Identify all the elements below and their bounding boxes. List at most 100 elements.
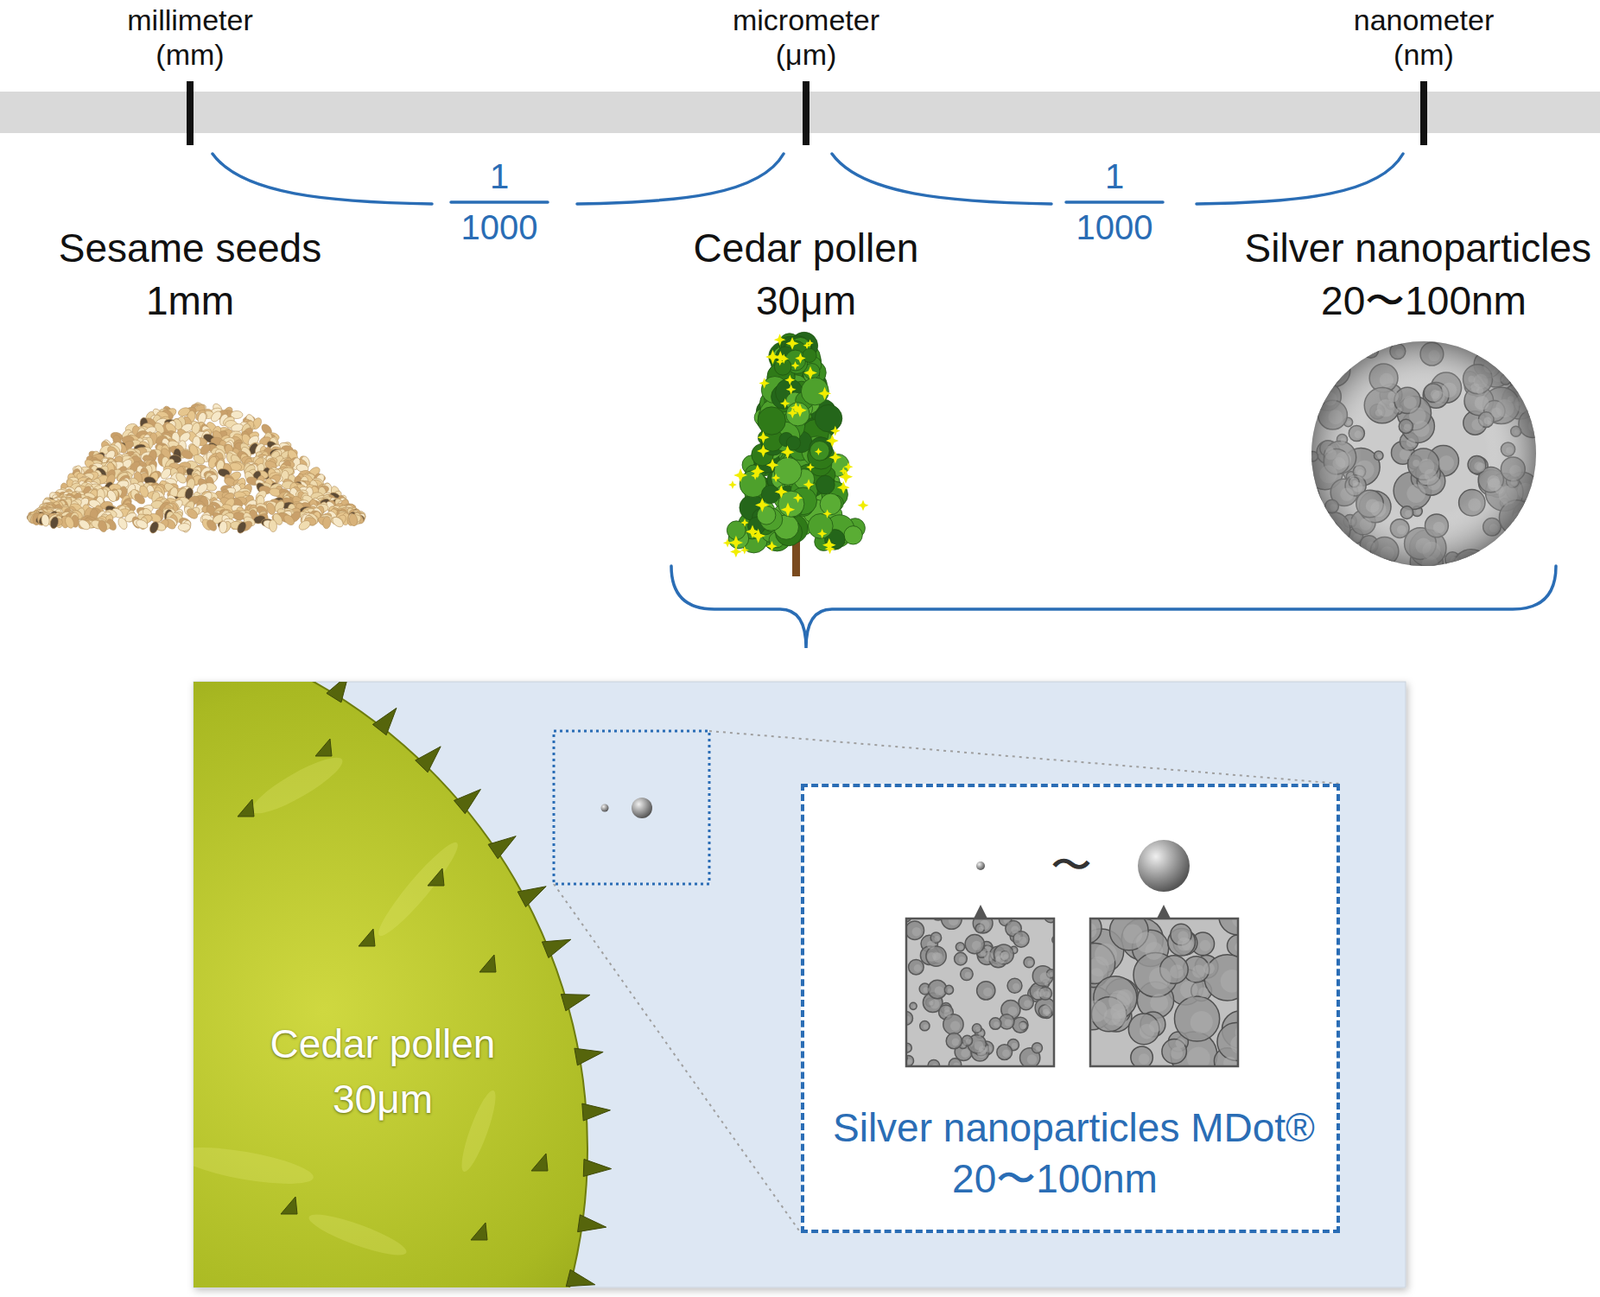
sesame-seed xyxy=(330,514,346,529)
pollen-spike xyxy=(372,707,397,735)
pollen-spike xyxy=(358,928,375,947)
pollen-sparkle xyxy=(756,431,769,444)
pollen-size: 30μm xyxy=(332,1076,433,1123)
particle-grain xyxy=(1149,966,1172,990)
item-size: 30μm xyxy=(755,278,857,324)
particle-grain xyxy=(965,971,972,978)
pollen-sparkle xyxy=(733,468,748,483)
particle-size: 20〜100nm xyxy=(952,1155,1158,1202)
particle-grain xyxy=(1169,964,1184,978)
particle-grain xyxy=(1180,980,1199,999)
pollen-texture xyxy=(371,836,465,943)
small-particle-micrograph xyxy=(906,918,1054,1067)
sesame-seed xyxy=(40,514,51,527)
nanoparticle xyxy=(941,918,963,929)
particle-grain xyxy=(1000,950,1010,960)
tree-foliage xyxy=(802,348,817,362)
pollen-sparkle xyxy=(843,462,853,472)
particle-grain xyxy=(1011,1042,1018,1049)
nanoparticle xyxy=(1318,552,1345,578)
particle-grain xyxy=(958,956,966,963)
particle-grain xyxy=(1364,331,1381,349)
pollen-sparkle xyxy=(787,407,799,420)
ratio-brace xyxy=(831,153,1052,204)
nanoparticle-micrograph xyxy=(1293,320,1548,586)
pollen-spike xyxy=(479,954,496,972)
item-size: 1mm xyxy=(146,278,235,324)
nanoparticle xyxy=(1485,550,1506,572)
particle-grain xyxy=(984,945,991,952)
particle-grain xyxy=(960,1048,970,1058)
pollen-sparkle xyxy=(794,352,806,363)
sesame-seed xyxy=(49,515,60,530)
nanoparticle xyxy=(1308,552,1343,587)
particle-grain xyxy=(1324,530,1340,546)
particle-grain xyxy=(1035,1046,1042,1052)
item-name: Sesame seeds xyxy=(58,225,322,272)
product-name: Silver nanoparticles MDot® xyxy=(832,1104,1315,1151)
particle-grain xyxy=(923,986,929,992)
nanoparticle xyxy=(977,981,996,1000)
pollen-sparkle xyxy=(756,444,770,458)
particle-grain xyxy=(961,1042,966,1048)
nanoparticle xyxy=(955,942,965,952)
pollen-sparkle xyxy=(825,434,839,448)
particle-grain xyxy=(950,1020,961,1031)
tree-foliage xyxy=(814,404,843,432)
pollen-sparkle xyxy=(740,518,750,527)
nanoparticle xyxy=(1219,918,1239,935)
particle-grain xyxy=(1022,1023,1027,1029)
tree-foliage xyxy=(819,493,842,515)
sesame-seed xyxy=(134,517,150,530)
nanoparticle xyxy=(1226,934,1239,957)
scale-bar xyxy=(0,91,1600,134)
scale-tick xyxy=(1420,81,1428,146)
particle-grain xyxy=(1305,374,1318,388)
nanoparticle xyxy=(1339,551,1369,581)
pollen-sparkle xyxy=(857,499,870,511)
pollen-spike xyxy=(531,1153,548,1171)
particle-grain xyxy=(912,1004,916,1009)
particle-grain xyxy=(1041,1003,1053,1015)
particle-grain xyxy=(1333,559,1349,576)
nanoparticle xyxy=(965,933,985,953)
particle-grain xyxy=(1223,1056,1237,1067)
unit-symbol: (μm) xyxy=(775,38,838,72)
sesame-seed xyxy=(297,518,312,532)
pollen-sparkle xyxy=(750,528,766,544)
nanoparticle xyxy=(1012,1016,1029,1033)
pollen-sparkle xyxy=(723,538,732,547)
nanoparticle xyxy=(1322,550,1354,582)
pollen-texture xyxy=(305,1206,411,1263)
nanoparticle xyxy=(1536,469,1547,481)
particle-grain xyxy=(1174,1038,1185,1048)
pollen-sparkle xyxy=(791,361,800,370)
particle-grain xyxy=(912,926,922,937)
nanoparticle xyxy=(972,918,993,934)
pollen-sparkle xyxy=(780,502,795,517)
pollen-spike xyxy=(560,994,591,1011)
pollen-texture xyxy=(456,1087,502,1175)
sesame-pile xyxy=(25,400,368,535)
pollen-sparkle xyxy=(803,478,815,490)
pollen-spike xyxy=(577,1214,607,1232)
particle-grain xyxy=(965,1038,972,1044)
sesame-seed xyxy=(179,448,195,461)
large-particle-micrograph xyxy=(1090,918,1239,1067)
particle-grain xyxy=(1190,1010,1213,1034)
zoom-box xyxy=(553,730,710,884)
pollen-spike xyxy=(541,939,571,958)
nanoparticle xyxy=(1313,336,1340,364)
pollen-sparkle xyxy=(803,366,818,381)
particle-grain xyxy=(1198,986,1209,997)
particle-grain xyxy=(1123,924,1143,944)
nanoparticle xyxy=(943,1014,964,1035)
ratio-brace xyxy=(1196,153,1404,204)
sesame-seed xyxy=(96,519,108,534)
pollen-sparkle xyxy=(830,425,841,437)
sesame-seed xyxy=(204,518,218,534)
sesame-seed xyxy=(147,520,160,534)
particle-grain xyxy=(1192,965,1206,978)
pollen-sparkle xyxy=(766,540,777,552)
nanoparticle xyxy=(926,946,947,966)
